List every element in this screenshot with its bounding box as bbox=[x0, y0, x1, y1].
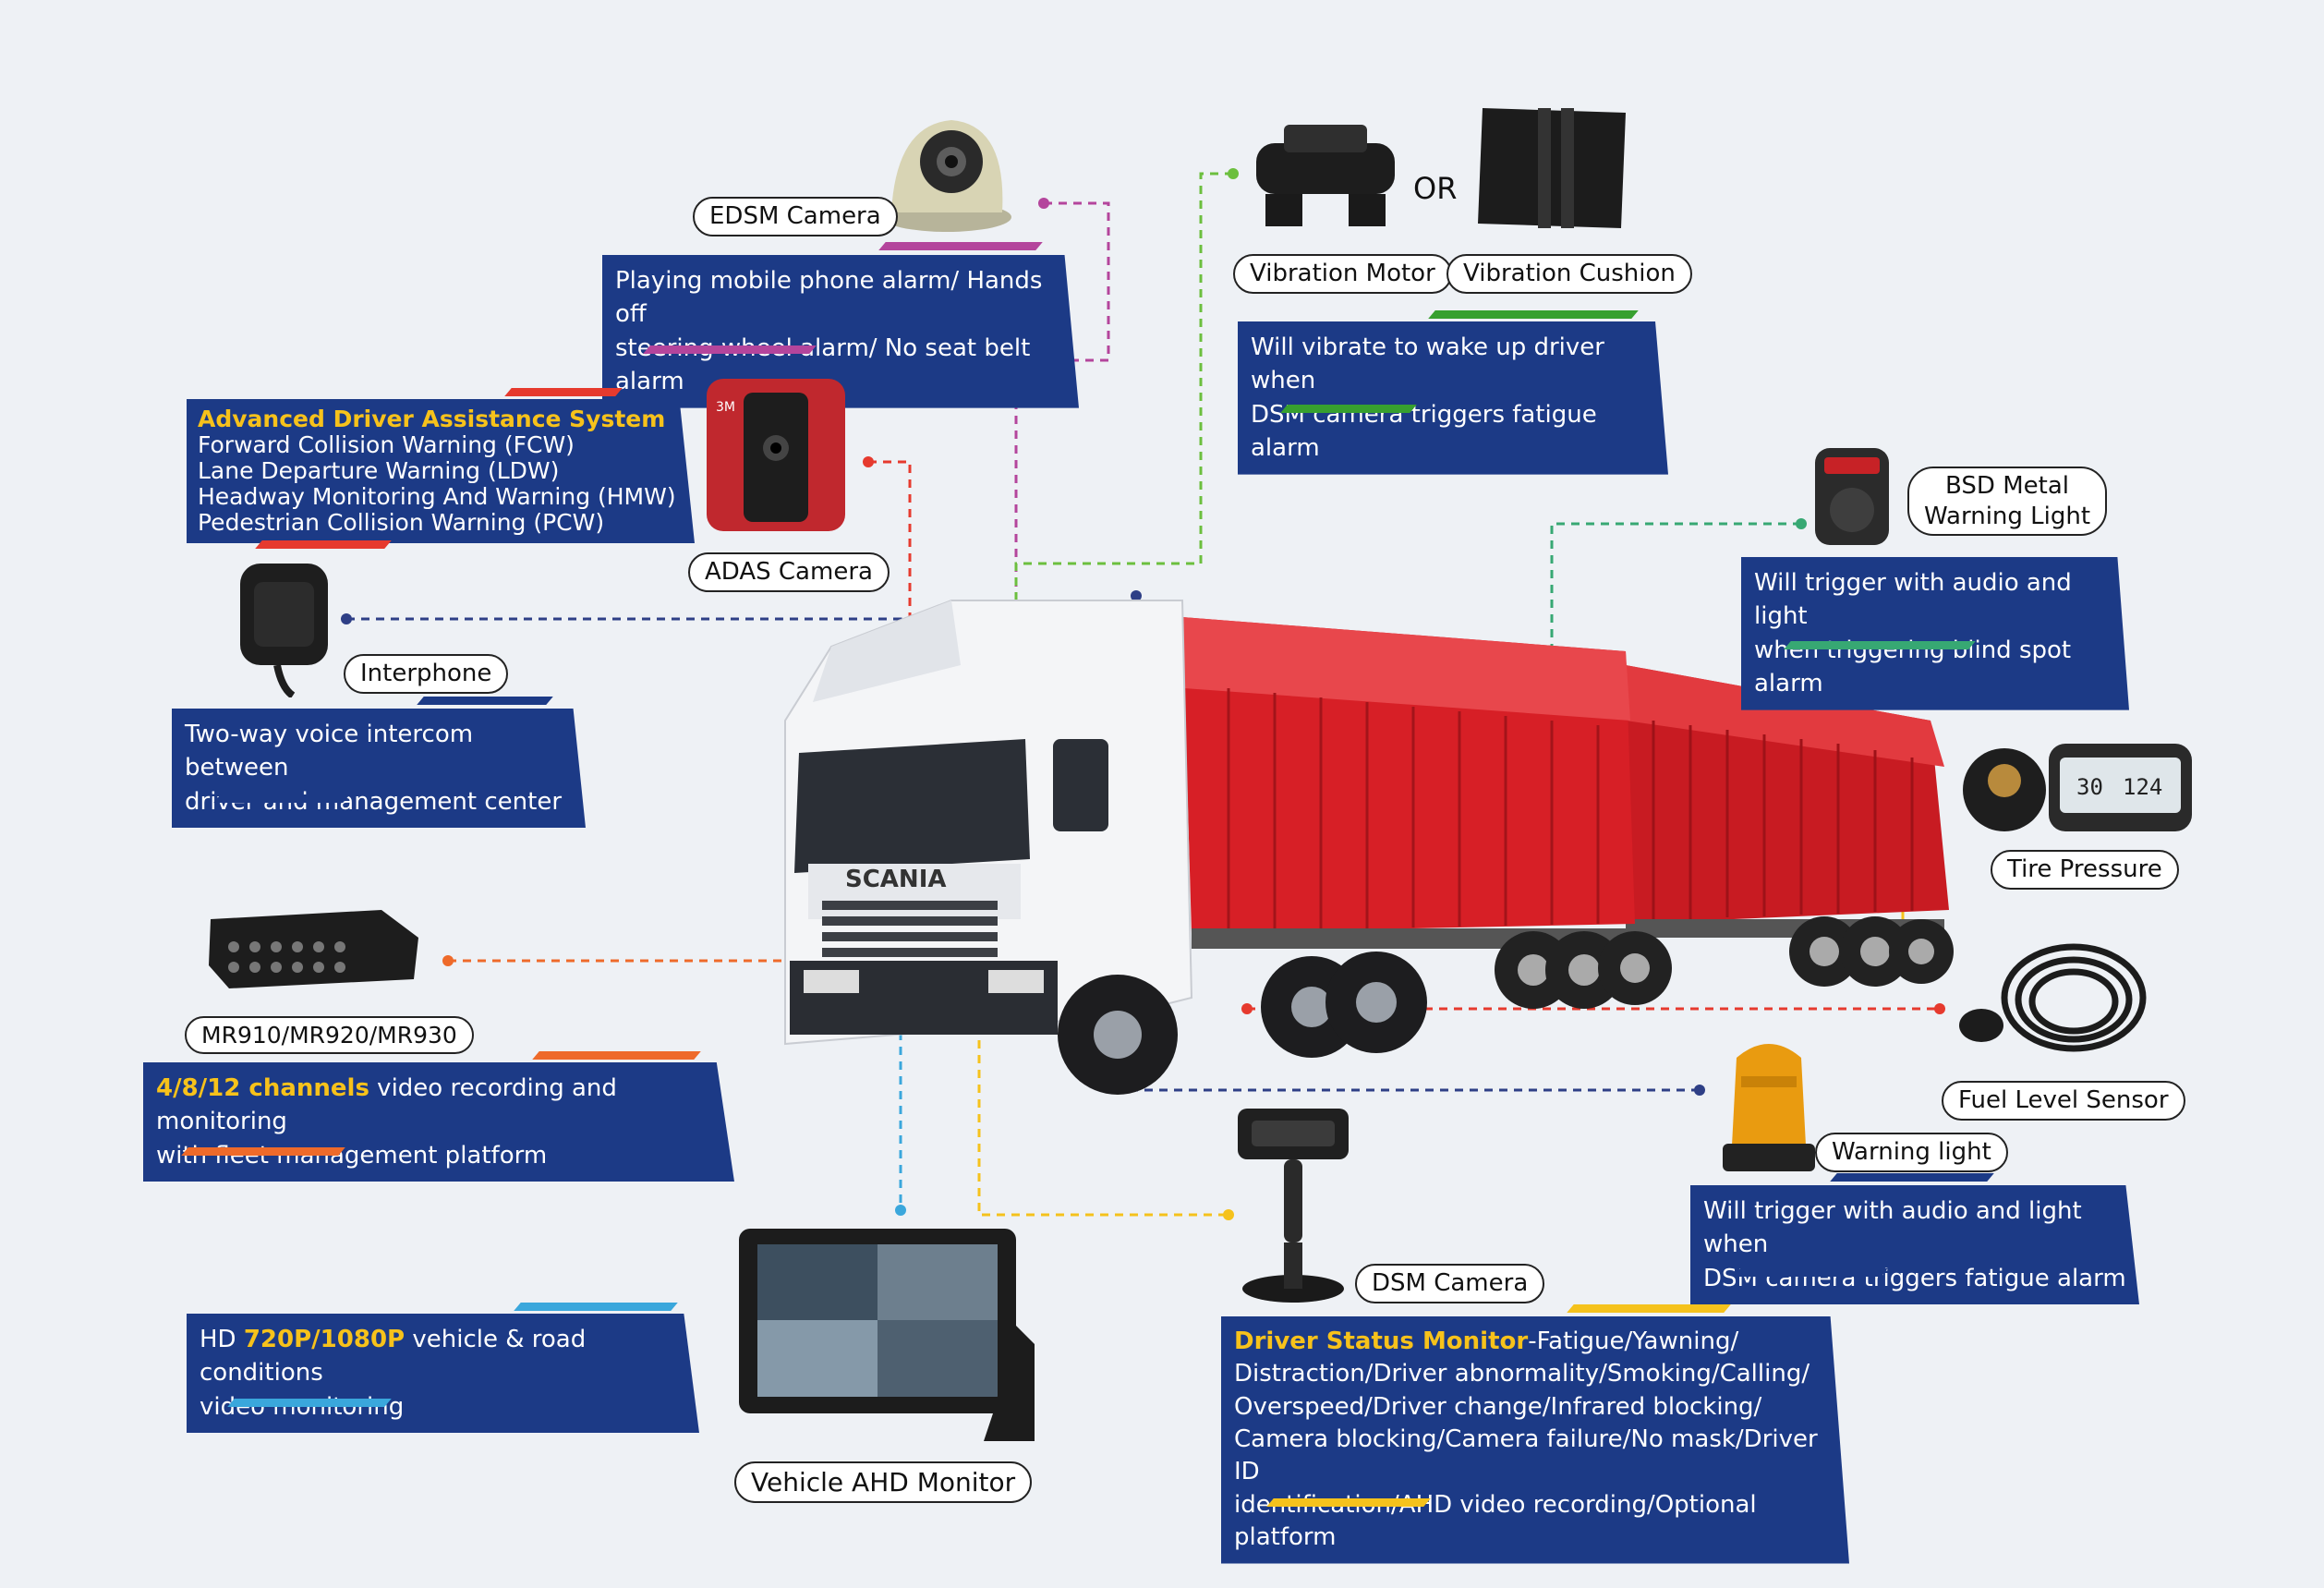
interphone-description: Two-way voice intercom between driver an… bbox=[172, 709, 586, 829]
dsm-camera-icon bbox=[1238, 1109, 1349, 1303]
warning-light-bar-bottom bbox=[1733, 1268, 1888, 1277]
bsd-warning-light-icon bbox=[1815, 448, 1889, 545]
warning-light-icon bbox=[1723, 1044, 1815, 1171]
adas-bar-top bbox=[504, 388, 623, 396]
edsm-connector bbox=[1014, 201, 1110, 762]
vibration-bar-top bbox=[1428, 310, 1639, 319]
tire-pressure-icon: 30 124 bbox=[1963, 744, 2192, 831]
adas-item-pcw: Pedestrian Collision Warning (PCW) bbox=[198, 509, 605, 536]
vibration-cushion-icon bbox=[1478, 108, 1626, 228]
vibration-bar-bottom bbox=[1280, 405, 1417, 413]
edsm-camera-icon bbox=[882, 120, 1011, 232]
adas-description: Advanced Driver Assistance System Forwar… bbox=[187, 399, 695, 543]
interphone-bar-top bbox=[417, 697, 553, 705]
warning-light-line-1: Will trigger with audio and light when bbox=[1703, 1197, 2082, 1259]
adas-item-fcw: Forward Collision Warning (FCW) bbox=[198, 431, 575, 458]
warning-light-bar-top bbox=[1830, 1173, 1994, 1182]
tire-pressure-label: Tire Pressure bbox=[1991, 850, 2179, 890]
vibration-or-text: OR bbox=[1413, 171, 1458, 206]
adas-sticker-text: 3M bbox=[716, 400, 735, 415]
dsm-line-1: Driver Status Monitor-Fatigue/Yawning/ bbox=[1234, 1326, 1836, 1358]
monitor-line-1: HD 720P/1080P vehicle & road conditions bbox=[200, 1323, 686, 1390]
vibration-cushion-label: Vibration Cushion bbox=[1446, 254, 1692, 294]
mdvr-label: MR910/MR920/MR930 bbox=[185, 1016, 474, 1055]
ahd-monitor-icon bbox=[739, 1229, 1035, 1441]
interphone-line-1: Two-way voice intercom between bbox=[185, 721, 474, 782]
vibration-motor-label: Vibration Motor bbox=[1233, 254, 1452, 294]
dsm-description: Driver Status Monitor-Fatigue/Yawning/ D… bbox=[1221, 1316, 1849, 1564]
dsm-connector bbox=[977, 848, 1229, 1217]
monitor-prefix: HD bbox=[200, 1326, 244, 1353]
tire-lcd-right: 124 bbox=[2123, 774, 2162, 800]
mdvr-line-1-rest: video recording and monitoring bbox=[156, 1074, 617, 1136]
fuel-level-sensor-icon bbox=[1959, 943, 2147, 1052]
edsm-camera-label: EDSM Camera bbox=[693, 197, 898, 236]
bsd-label-line-2: Warning Light bbox=[1924, 502, 2091, 530]
interphone-icon bbox=[240, 564, 328, 697]
monitor-description: HD 720P/1080P vehicle & road conditions … bbox=[187, 1314, 699, 1434]
warning-light-line-2: DSM camera triggers fatigue alarm bbox=[1703, 1264, 2126, 1292]
bsd-bar-bottom bbox=[1784, 641, 1976, 649]
mdvr-line-1: 4/8/12 channels video recording and moni… bbox=[156, 1072, 721, 1139]
ahd-monitor-label: Vehicle AHD Monitor bbox=[734, 1461, 1033, 1503]
mdvr-bar-top bbox=[532, 1051, 701, 1060]
adas-title: Advanced Driver Assistance System bbox=[198, 406, 666, 432]
adas-bar-bottom bbox=[255, 540, 392, 549]
monitor-bar-top bbox=[514, 1303, 678, 1311]
dsm-highlight: Driver Status Monitor bbox=[1234, 1327, 1529, 1355]
bsd-label-line-1: BSD Metal bbox=[1945, 472, 2069, 500]
edsm-description: Playing mobile phone alarm/ Hands off st… bbox=[602, 255, 1079, 408]
warning-light-description: Will trigger with audio and light when D… bbox=[1690, 1185, 2139, 1305]
monitor-line-1-rest: vehicle & road conditions bbox=[200, 1326, 587, 1388]
interphone-label: Interphone bbox=[344, 654, 509, 694]
bsd-line-2: when triggering blind spot alarm bbox=[1754, 636, 2072, 698]
vibration-motor-icon bbox=[1256, 125, 1395, 226]
fuel-level-sensor-label: Fuel Level Sensor bbox=[1942, 1081, 2185, 1121]
vibration-line-1: Will vibrate to wake up driver when bbox=[1251, 333, 1604, 395]
tire-connector bbox=[1901, 800, 1912, 942]
edsm-bar-top bbox=[878, 242, 1043, 250]
tire-lcd-left: 30 bbox=[2076, 774, 2103, 800]
dsm-bar-bottom bbox=[1266, 1498, 1431, 1507]
monitor-highlight: 720P/1080P bbox=[243, 1326, 405, 1353]
dsm-line-2: Distraction/Driver abnormality/Smoking/C… bbox=[1234, 1360, 1810, 1388]
dsm-line-3: Overspeed/Driver change/Infrared blockin… bbox=[1234, 1392, 1762, 1421]
mdvr-bar-bottom bbox=[181, 1147, 345, 1156]
bsd-line-1: Will trigger with audio and light bbox=[1754, 569, 2072, 631]
adas-camera-label: ADAS Camera bbox=[688, 552, 890, 592]
dsm-line-1-rest: -Fatigue/Yawning/ bbox=[1528, 1327, 1739, 1355]
dsm-top-connector bbox=[1134, 596, 1700, 1092]
edsm-line-1: Playing mobile phone alarm/ Hands off bbox=[615, 267, 1043, 329]
dsm-bar-top bbox=[1567, 1304, 1731, 1313]
mdvr-description: 4/8/12 channels video recording and moni… bbox=[143, 1062, 734, 1182]
bsd-connector bbox=[1145, 522, 1801, 838]
monitor-bar-bottom bbox=[227, 1399, 392, 1407]
edsm-bar-bottom bbox=[643, 345, 817, 354]
adas-camera-icon: 3M bbox=[707, 379, 845, 531]
mdvr-device-icon bbox=[209, 910, 418, 988]
warning-light-label: Warning light bbox=[1815, 1133, 2008, 1172]
dsm-line-4: Camera blocking/Camera failure/No mask/D… bbox=[1234, 1425, 1818, 1486]
dsm-camera-label: DSM Camera bbox=[1355, 1264, 1545, 1303]
vibration-description: Will vibrate to wake up driver when DSM … bbox=[1238, 321, 1668, 475]
mdvr-highlight: 4/8/12 channels bbox=[156, 1074, 369, 1102]
interphone-bar-bottom bbox=[213, 794, 350, 803]
adas-connector bbox=[868, 460, 912, 855]
adas-item-hmw: Headway Monitoring And Warning (HMW) bbox=[198, 483, 676, 510]
bsd-description: Will trigger with audio and light when t… bbox=[1741, 557, 2129, 710]
bsd-label: BSD Metal Warning Light bbox=[1907, 467, 2108, 536]
adas-item-ldw: Lane Departure Warning (LDW) bbox=[198, 457, 560, 484]
